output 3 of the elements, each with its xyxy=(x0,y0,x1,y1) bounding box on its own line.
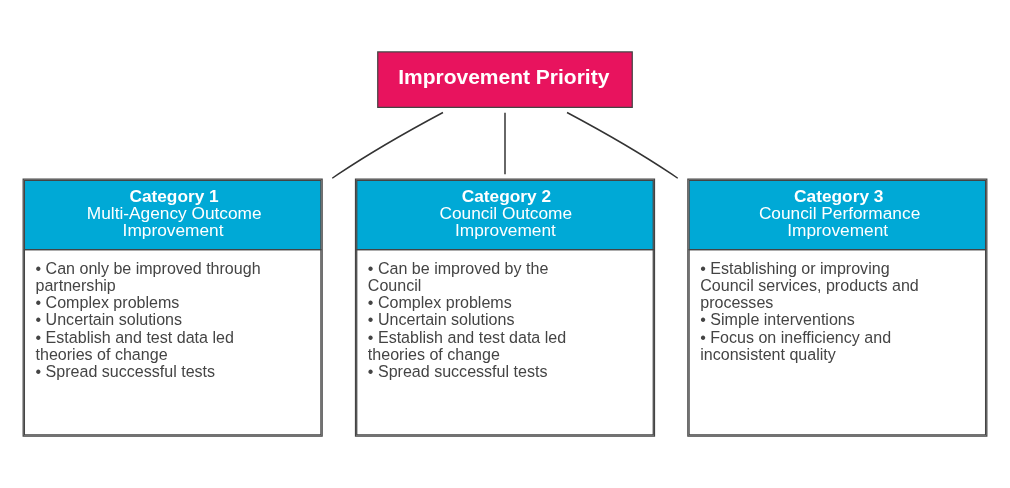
connector xyxy=(331,111,444,179)
connector xyxy=(566,111,679,179)
connector xyxy=(504,112,506,175)
